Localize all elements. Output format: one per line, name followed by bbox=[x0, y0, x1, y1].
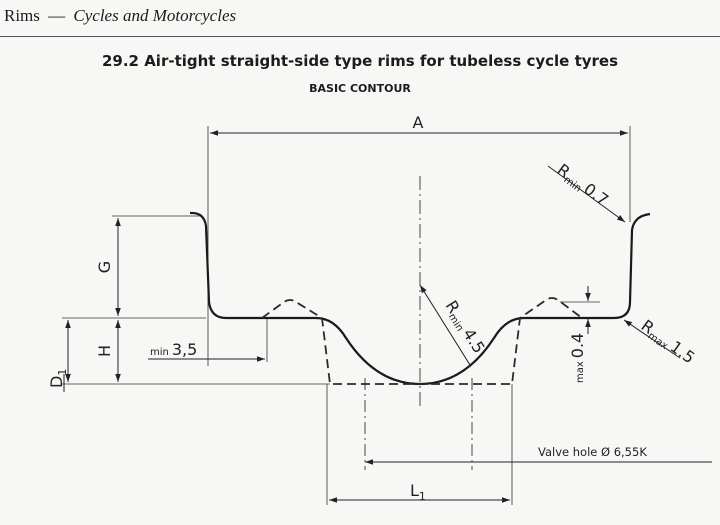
label-r-right: Rmax1.5 bbox=[636, 316, 699, 369]
header-separator: — bbox=[48, 6, 66, 25]
dimension-lines bbox=[65, 130, 712, 503]
subheading: BASIC CONTOUR bbox=[309, 82, 411, 95]
label-D1: D1 bbox=[47, 369, 69, 388]
extension-lines bbox=[62, 126, 631, 505]
running-head: Rims — Cycles and Motorcycles bbox=[4, 6, 236, 26]
section-title: 29.2 Air-tight straight-side type rims f… bbox=[101, 52, 619, 70]
svg-text:D1: D1 bbox=[47, 369, 69, 388]
label-A: A bbox=[413, 113, 424, 132]
svg-text:Rmin0.7: Rmin0.7 bbox=[552, 160, 612, 211]
leader-r-top bbox=[547, 165, 626, 223]
leader-r-right bbox=[623, 319, 681, 359]
section-name: Rims bbox=[4, 6, 40, 25]
label-G: G bbox=[95, 261, 114, 273]
header-subject: Cycles and Motorcycles bbox=[73, 6, 237, 25]
leader-r-center bbox=[419, 284, 471, 366]
label-max-height: max0.4 bbox=[568, 333, 587, 383]
label-r-top: Rmin0.7 bbox=[552, 160, 612, 211]
svg-text:Rmin4.5: Rmin4.5 bbox=[440, 297, 489, 358]
label-r-center: Rmin4.5 bbox=[440, 297, 489, 358]
label-L1: L1 bbox=[410, 481, 426, 503]
header-rule bbox=[0, 36, 720, 37]
valve-hole-lines bbox=[364, 378, 473, 470]
label-valve-hole: Valve hole Ø 6,55K bbox=[538, 445, 647, 459]
svg-text:Rmax1.5: Rmax1.5 bbox=[636, 316, 698, 369]
svg-text:max0.4: max0.4 bbox=[568, 333, 587, 383]
rim-contour-dashed bbox=[261, 297, 583, 385]
label-H: H bbox=[95, 345, 114, 357]
